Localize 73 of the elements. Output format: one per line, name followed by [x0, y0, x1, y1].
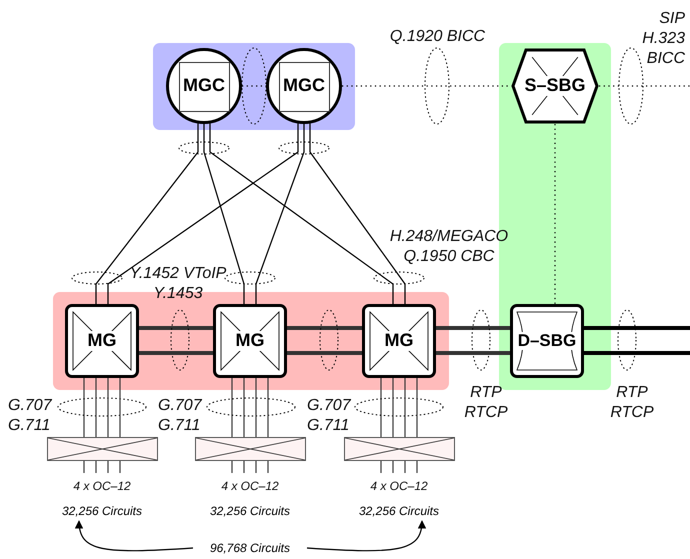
protocol-label: 4 x OC–12	[369, 479, 429, 494]
protocol-label: SIP H.323 BICC	[641, 9, 685, 69]
protocol-label: 4 x OC–12	[72, 479, 132, 494]
protocol-label: Q.1920 BICC	[388, 27, 486, 47]
gateway-box	[65, 304, 139, 378]
connector-line	[416, 378, 418, 437]
connector-line	[119, 461, 121, 473]
switch-box	[47, 437, 158, 461]
node-label: D–SBG	[516, 332, 578, 350]
switch-box	[195, 437, 306, 461]
connector-line	[243, 378, 245, 437]
connector-line	[83, 461, 85, 473]
group-band	[153, 43, 355, 130]
protocol-label: G.707 G.711	[8, 396, 54, 436]
connector-line	[206, 378, 296, 437]
trunk-line	[436, 351, 510, 355]
connector-line	[107, 124, 330, 304]
connector-line	[267, 461, 269, 473]
connector-line	[107, 378, 109, 437]
trunk-line	[584, 310, 690, 370]
protocol-label: Y.1452 VToIP Y.1453	[128, 264, 228, 304]
gateway-box	[362, 304, 436, 378]
signaling-link	[554, 124, 556, 304]
circuit-count: 96,768 Circuits	[196, 540, 304, 556]
connector-line	[119, 378, 121, 437]
connector-line	[72, 124, 199, 304]
protocol-label: G.707 G.711	[158, 396, 204, 436]
signaling-link	[242, 48, 266, 124]
connector-line	[404, 378, 406, 437]
connector-line	[416, 461, 418, 473]
connector-line	[392, 378, 394, 437]
protocol-label: G.707 G.711	[307, 396, 352, 436]
trunk-line	[584, 351, 690, 355]
circuit-count: 32,256 Circuits	[349, 503, 449, 519]
trunk-line	[139, 310, 213, 370]
node-label: MG	[86, 331, 118, 351]
trunk-line	[287, 351, 362, 355]
connector-line	[309, 124, 424, 304]
curved-arrow	[75, 520, 194, 552]
circuit-count: 32,256 Circuits	[52, 503, 152, 519]
connector-line	[255, 124, 305, 304]
connector-line	[354, 378, 444, 437]
connector-line	[380, 461, 382, 473]
connector-line	[203, 124, 276, 304]
connector-line	[95, 461, 97, 473]
connector-line	[267, 378, 269, 437]
protocol-label: H.248/MEGACO Q.1950 CBC	[388, 227, 510, 267]
connector-line	[243, 461, 245, 473]
gateway-box	[510, 304, 584, 378]
node-label: MG	[384, 331, 414, 351]
trunk-line	[139, 351, 213, 355]
trunk-line	[287, 310, 362, 370]
node-label: S–SBG	[523, 76, 587, 96]
connector-line	[392, 461, 394, 473]
node-label: MG	[234, 331, 266, 351]
gateway-box	[213, 304, 287, 378]
connector-line	[107, 461, 109, 473]
trunk-line	[436, 310, 510, 370]
connector-line	[255, 461, 257, 473]
protocol-label: RTP RTCP	[463, 383, 509, 423]
connector-line	[255, 378, 257, 437]
connector-line	[58, 378, 146, 437]
protocol-label: 4 x OC–12	[220, 479, 280, 494]
connector-line	[178, 124, 394, 304]
curved-arrow	[306, 520, 426, 552]
connector-line	[231, 461, 233, 473]
gateway-hexagon	[511, 48, 599, 124]
circuit-count: 32,256 Circuits	[200, 503, 300, 519]
connector-line	[95, 378, 97, 437]
protocol-label: RTP RTCP	[609, 383, 655, 423]
connector-line	[404, 461, 406, 473]
switch-box	[344, 437, 455, 461]
signaling-link	[599, 48, 690, 124]
